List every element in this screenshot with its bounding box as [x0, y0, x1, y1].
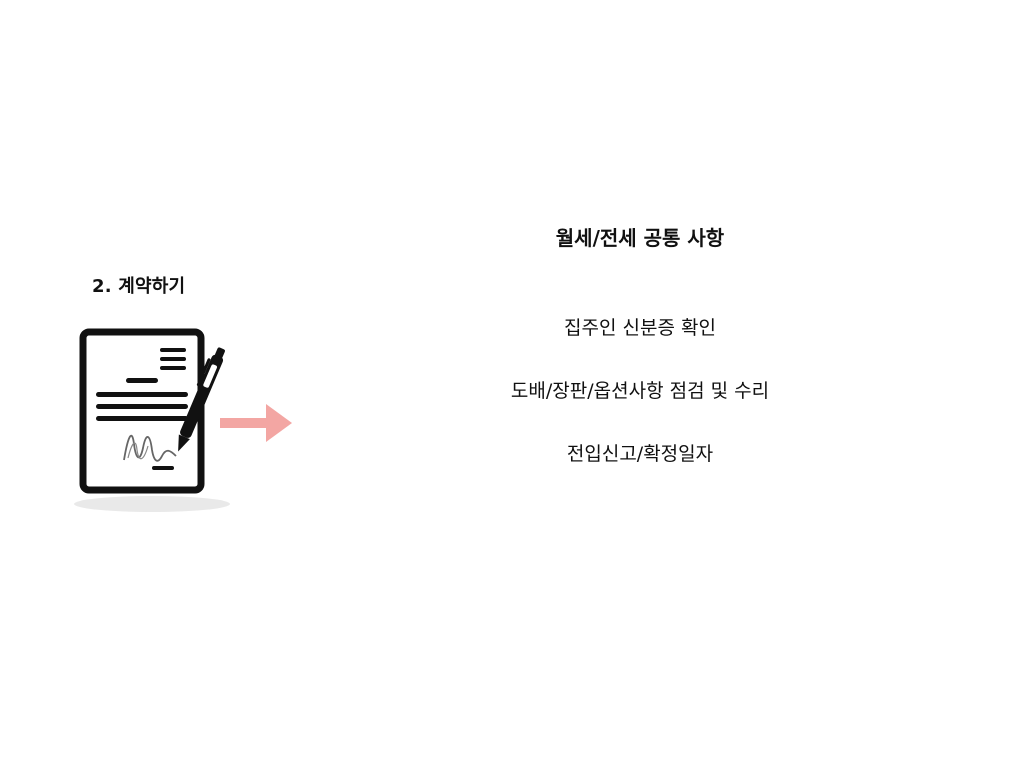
- section-label: 2. 계약하기: [92, 276, 186, 297]
- list-item: 도배/장판/옵션사항 점검 및 수리: [510, 380, 770, 402]
- content-title: 월세/전세 공통 사항: [555, 226, 725, 250]
- list-item: 전입신고/확정일자: [566, 443, 714, 465]
- content-list: 집주인 신분증 확인 도배/장판/옵션사항 점검 및 수리 전입신고/확정일자: [400, 314, 880, 503]
- arrow-right-icon: [220, 404, 292, 442]
- signed-contract-icon: [74, 328, 230, 512]
- list-item: 집주인 신분증 확인: [564, 317, 716, 339]
